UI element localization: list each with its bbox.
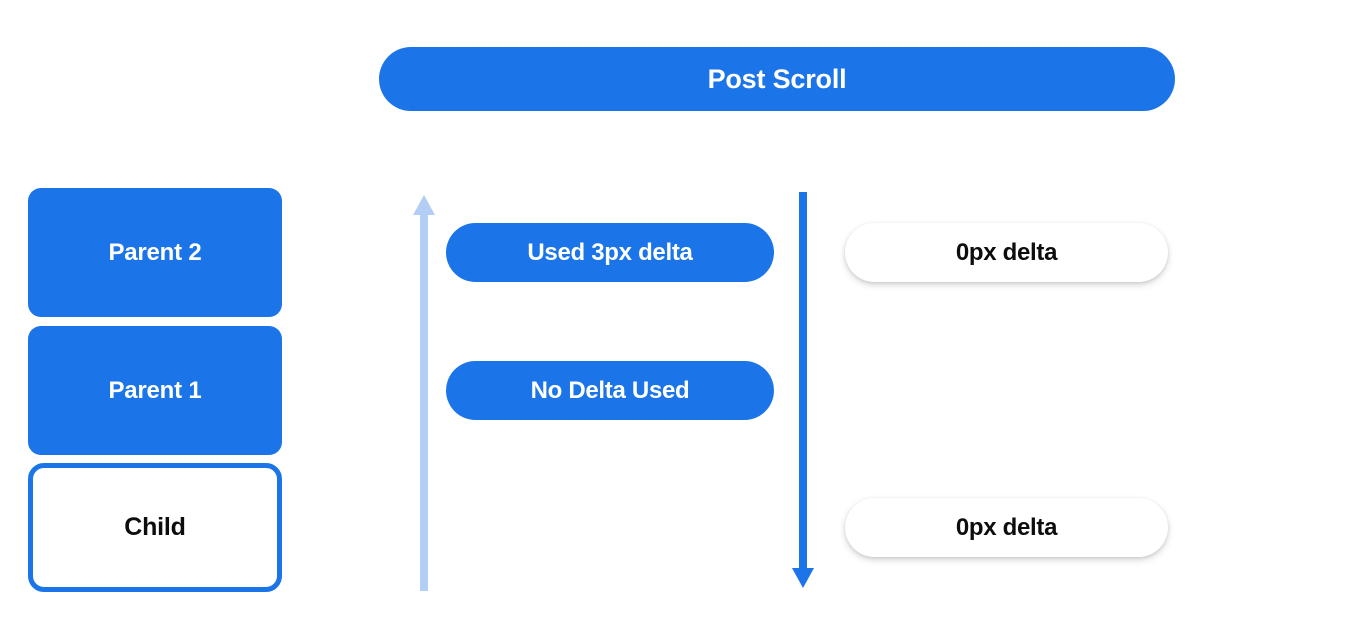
pill-used-delta: Used 3px delta [446,223,774,282]
post-scroll-banner-label: Post Scroll [707,63,847,94]
node-parent-1: Parent 1 [28,326,282,455]
node-child-label: Child [124,513,186,541]
pill-used-delta-label: Used 3px delta [527,238,693,266]
pill-zero-delta-top-label: 0px delta [955,238,1058,266]
pill-no-delta-used: No Delta Used [446,361,774,420]
pill-zero-delta-top: 0px delta [845,223,1168,282]
node-parent-1-label: Parent 1 [108,376,202,404]
post-scroll-banner: Post Scroll [379,47,1175,111]
pill-zero-delta-bottom-label: 0px delta [955,513,1058,541]
scroll-down-arrow-icon [792,192,814,588]
node-child: Child [28,463,282,592]
node-parent-2: Parent 2 [28,188,282,317]
pill-zero-delta-bottom: 0px delta [845,498,1168,557]
pill-no-delta-used-label: No Delta Used [530,376,690,404]
node-parent-2-label: Parent 2 [108,238,202,266]
scroll-up-arrow-icon [413,195,435,591]
